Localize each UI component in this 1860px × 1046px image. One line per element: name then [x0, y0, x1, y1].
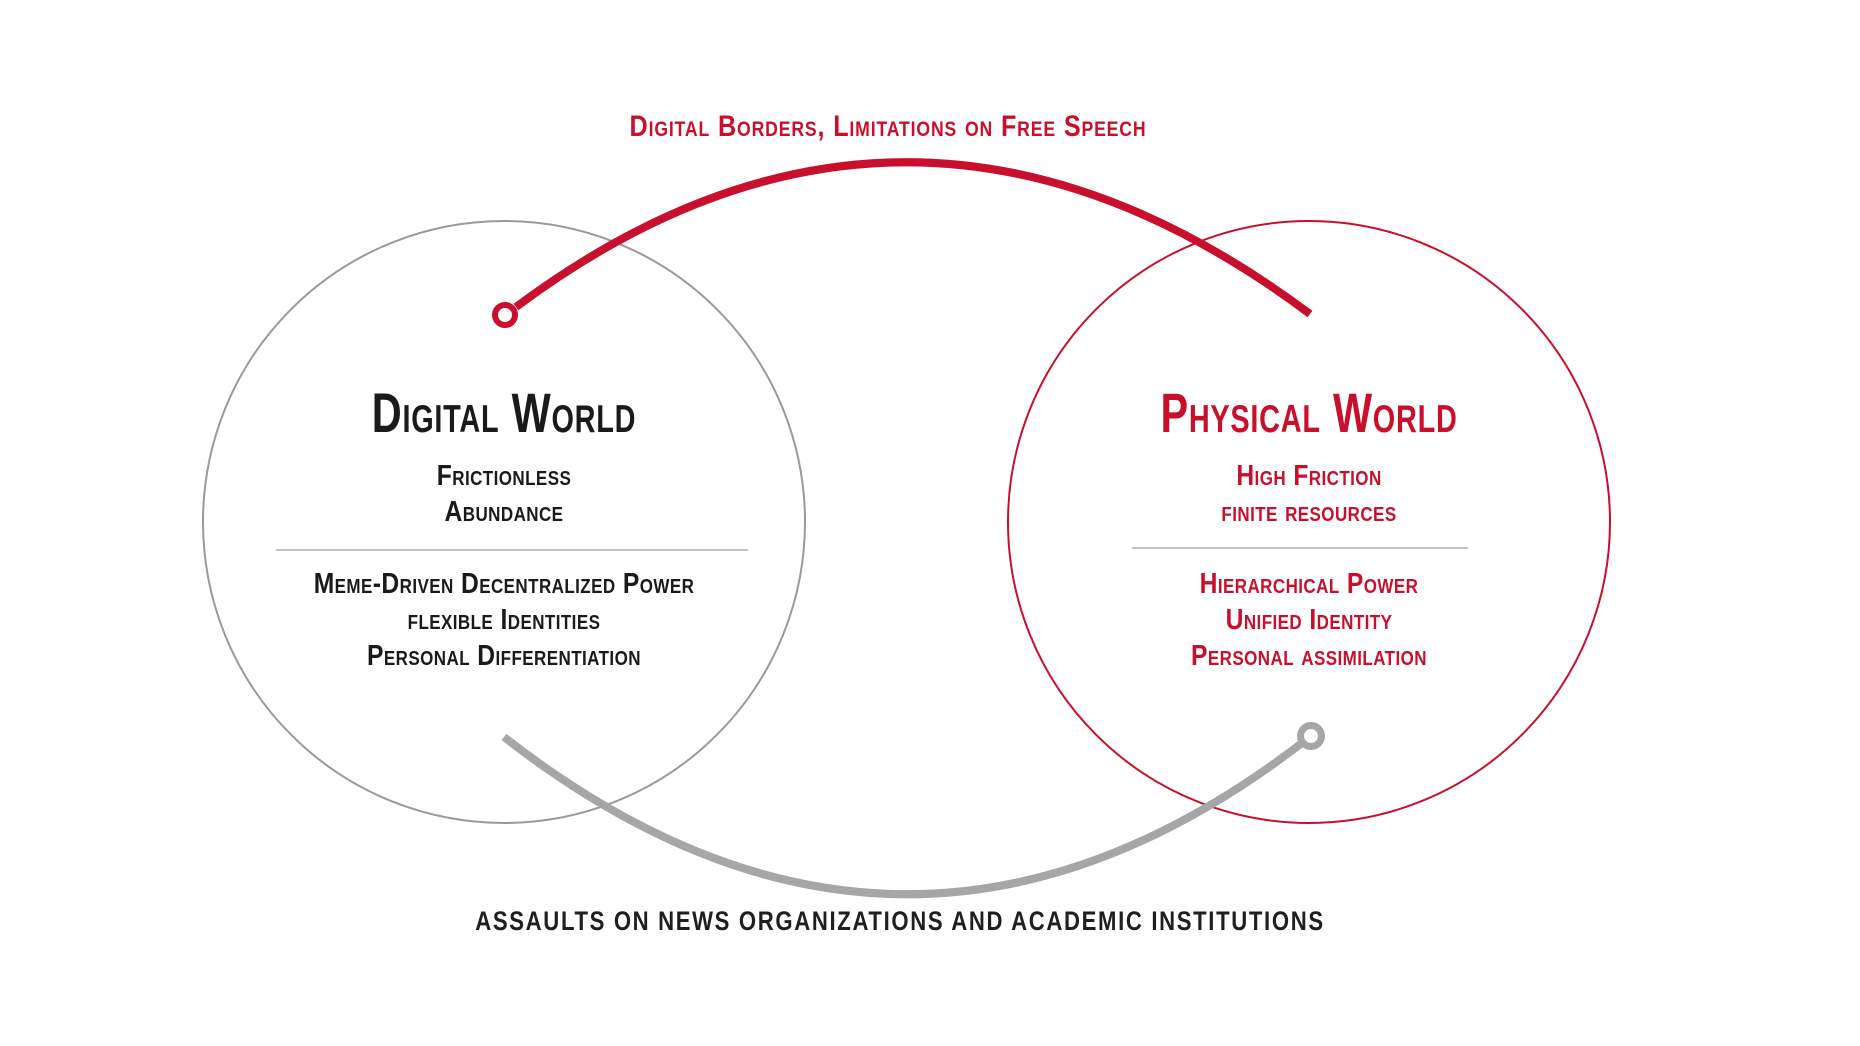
bottom-connector-label-wrap: ASSAULTS ON NEWS ORGANIZATIONS AND ACADE…	[382, 908, 1418, 935]
digital-world-title: Digital World	[371, 381, 637, 444]
digital-world-trait: Frictionless	[436, 460, 572, 492]
top-connector-arc	[513, 158, 1313, 318]
top-connector-origin-ring	[492, 302, 518, 328]
bottom-connector-end-ring	[1297, 722, 1325, 750]
top-connector-label: Digital Borders, Limitations on Free Spe…	[629, 110, 1147, 143]
digital-world-circle	[202, 220, 806, 824]
digital-world-item: flexible Identities	[407, 604, 601, 636]
physical-world-item: Hierarchical Power	[1199, 568, 1419, 600]
digital-world-item: Meme-Driven Decentralized Power	[313, 568, 695, 600]
physical-world-title: Physical World	[1160, 381, 1458, 444]
top-connector-label-wrap: Digital Borders, Limitations on Free Spe…	[580, 112, 1195, 142]
physical-world-items: Hierarchical Power Unified Identity Pers…	[1170, 566, 1448, 674]
physical-world-item: Unified Identity	[1225, 604, 1393, 636]
bottom-connector-label: ASSAULTS ON NEWS ORGANIZATIONS AND ACADE…	[475, 906, 1325, 936]
digital-world-item: Personal Differentiation	[367, 640, 641, 672]
physical-world-title-wrap: Physical World	[1108, 385, 1509, 441]
digital-world-trait: Abundance	[444, 496, 564, 528]
physical-world-circle	[1007, 220, 1611, 824]
physical-world-item: Personal assimilation	[1191, 640, 1427, 672]
physical-world-trait: finite resources	[1221, 496, 1397, 528]
physical-world-traits: High Friction finite resources	[1206, 458, 1412, 530]
digital-world-items: Meme-Driven Decentralized Power flexible…	[280, 566, 728, 674]
physical-world-trait: High Friction	[1236, 460, 1382, 492]
digital-world-title-wrap: Digital World	[325, 385, 682, 441]
digital-world-traits: Frictionless Abundance	[425, 458, 583, 530]
bottom-connector-arc	[501, 732, 1314, 899]
